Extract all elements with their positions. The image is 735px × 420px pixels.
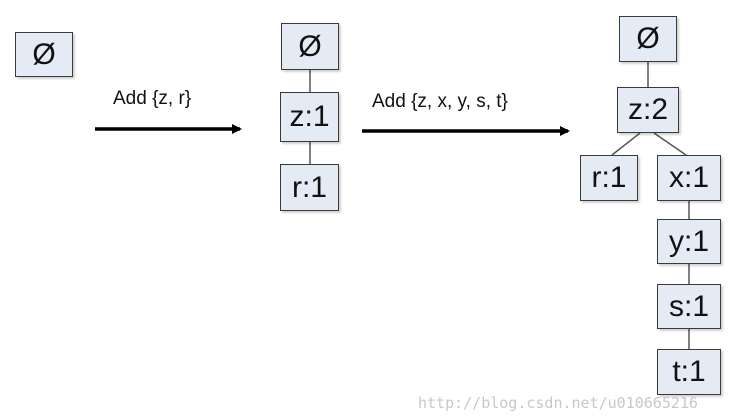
tree2-node-s: s:1 xyxy=(657,284,721,329)
tree1-node-z: z:1 xyxy=(280,92,339,142)
step1-label: Add {z, r} xyxy=(113,88,192,109)
tree2-node-z: z:2 xyxy=(617,87,679,133)
tree2-root-node: Ø xyxy=(619,16,677,62)
watermark-text: http://blog.csdn.net/u010665216 xyxy=(418,394,698,412)
tree2-edge-z-x xyxy=(653,132,687,156)
tree2-node-t: t:1 xyxy=(657,349,721,395)
step2-label: Add {z, x, y, s, t} xyxy=(372,91,508,112)
tree2-node-y: y:1 xyxy=(657,219,721,264)
tree1-root-node: Ø xyxy=(281,23,339,70)
tree2-node-x: x:1 xyxy=(657,155,721,201)
tree0-root-node: Ø xyxy=(15,32,73,77)
tree1-node-r: r:1 xyxy=(280,164,339,211)
tree2-edge-z-r xyxy=(611,132,641,156)
tree2-node-r: r:1 xyxy=(580,155,638,201)
